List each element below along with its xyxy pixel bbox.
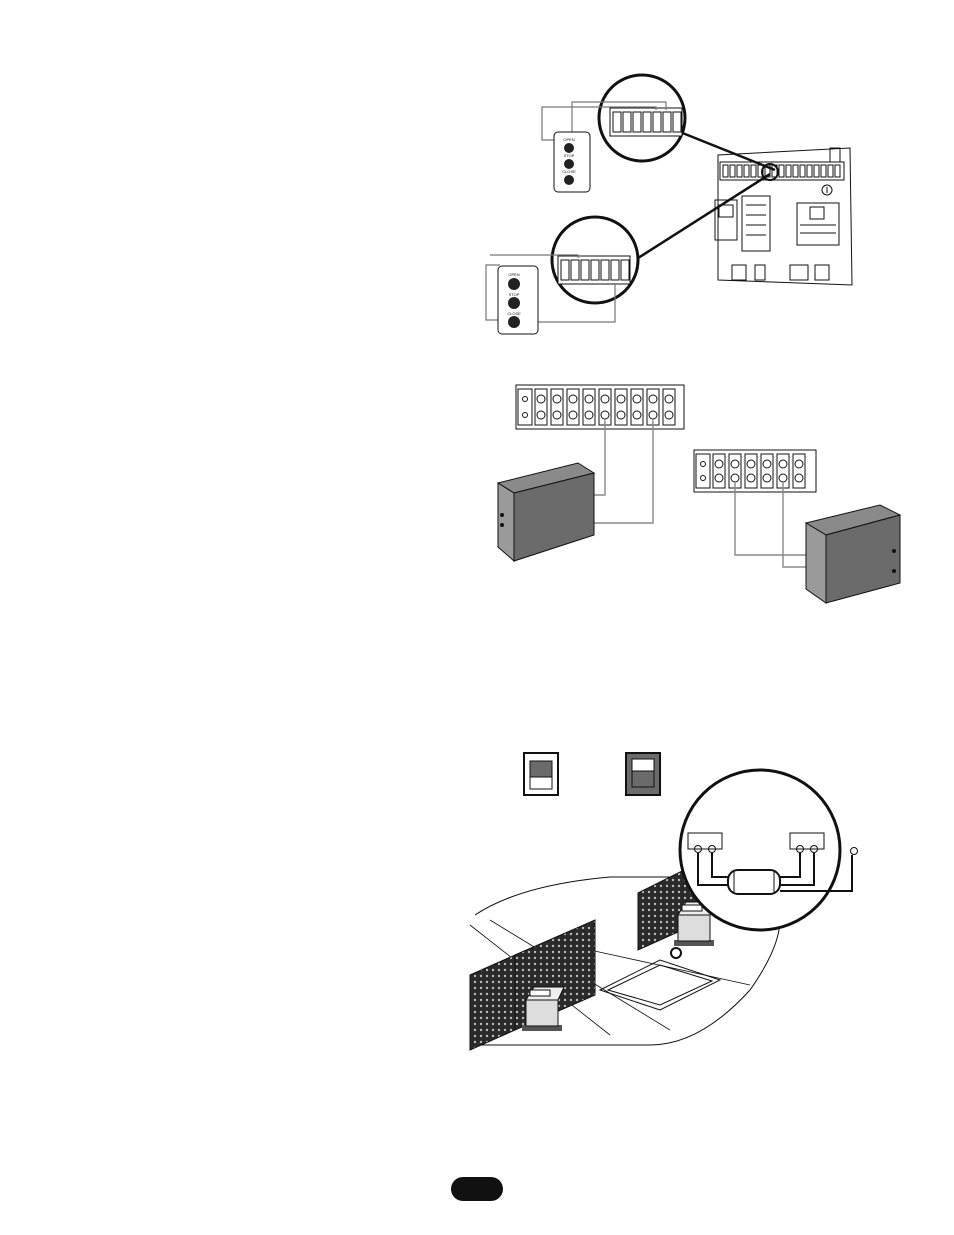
terminal-strip-right	[694, 450, 816, 492]
loop-detector-left	[498, 463, 594, 561]
loop-detector-wiring-svg	[480, 375, 920, 615]
button-label-stop: STOP	[509, 292, 520, 297]
magnifier-lower	[552, 217, 638, 303]
button-label-close: CLOSE	[507, 311, 521, 316]
pushbutton-wiring-diagram: OPEN STOP CLOSE OPEN STOP CLOSE	[470, 70, 870, 350]
swing-gate-svg	[460, 745, 880, 1065]
button-label-open: OPEN	[563, 137, 574, 142]
loop-wiring-magnifier	[680, 770, 858, 930]
terminal-strip-upper	[516, 385, 684, 429]
button-label-close: CLOSE	[562, 169, 576, 174]
switch-position-off	[524, 753, 558, 795]
swing-gate-loop-diagram	[460, 745, 880, 1065]
loop-detector-right	[806, 505, 900, 603]
switch-position-on	[626, 753, 660, 795]
button-label-stop: STOP	[564, 153, 575, 158]
page-number-badge	[451, 1177, 503, 1201]
button-label-open: OPEN	[508, 272, 519, 277]
control-board	[715, 148, 852, 285]
pushbutton-station-upper: OPEN STOP CLOSE	[554, 132, 590, 192]
pushbutton-station-lower: OPEN STOP CLOSE	[498, 266, 538, 334]
magnifier-upper	[599, 75, 685, 161]
pushbutton-wiring-svg: OPEN STOP CLOSE OPEN STOP CLOSE	[470, 70, 870, 350]
loop-detector-wiring-diagram	[480, 375, 920, 615]
